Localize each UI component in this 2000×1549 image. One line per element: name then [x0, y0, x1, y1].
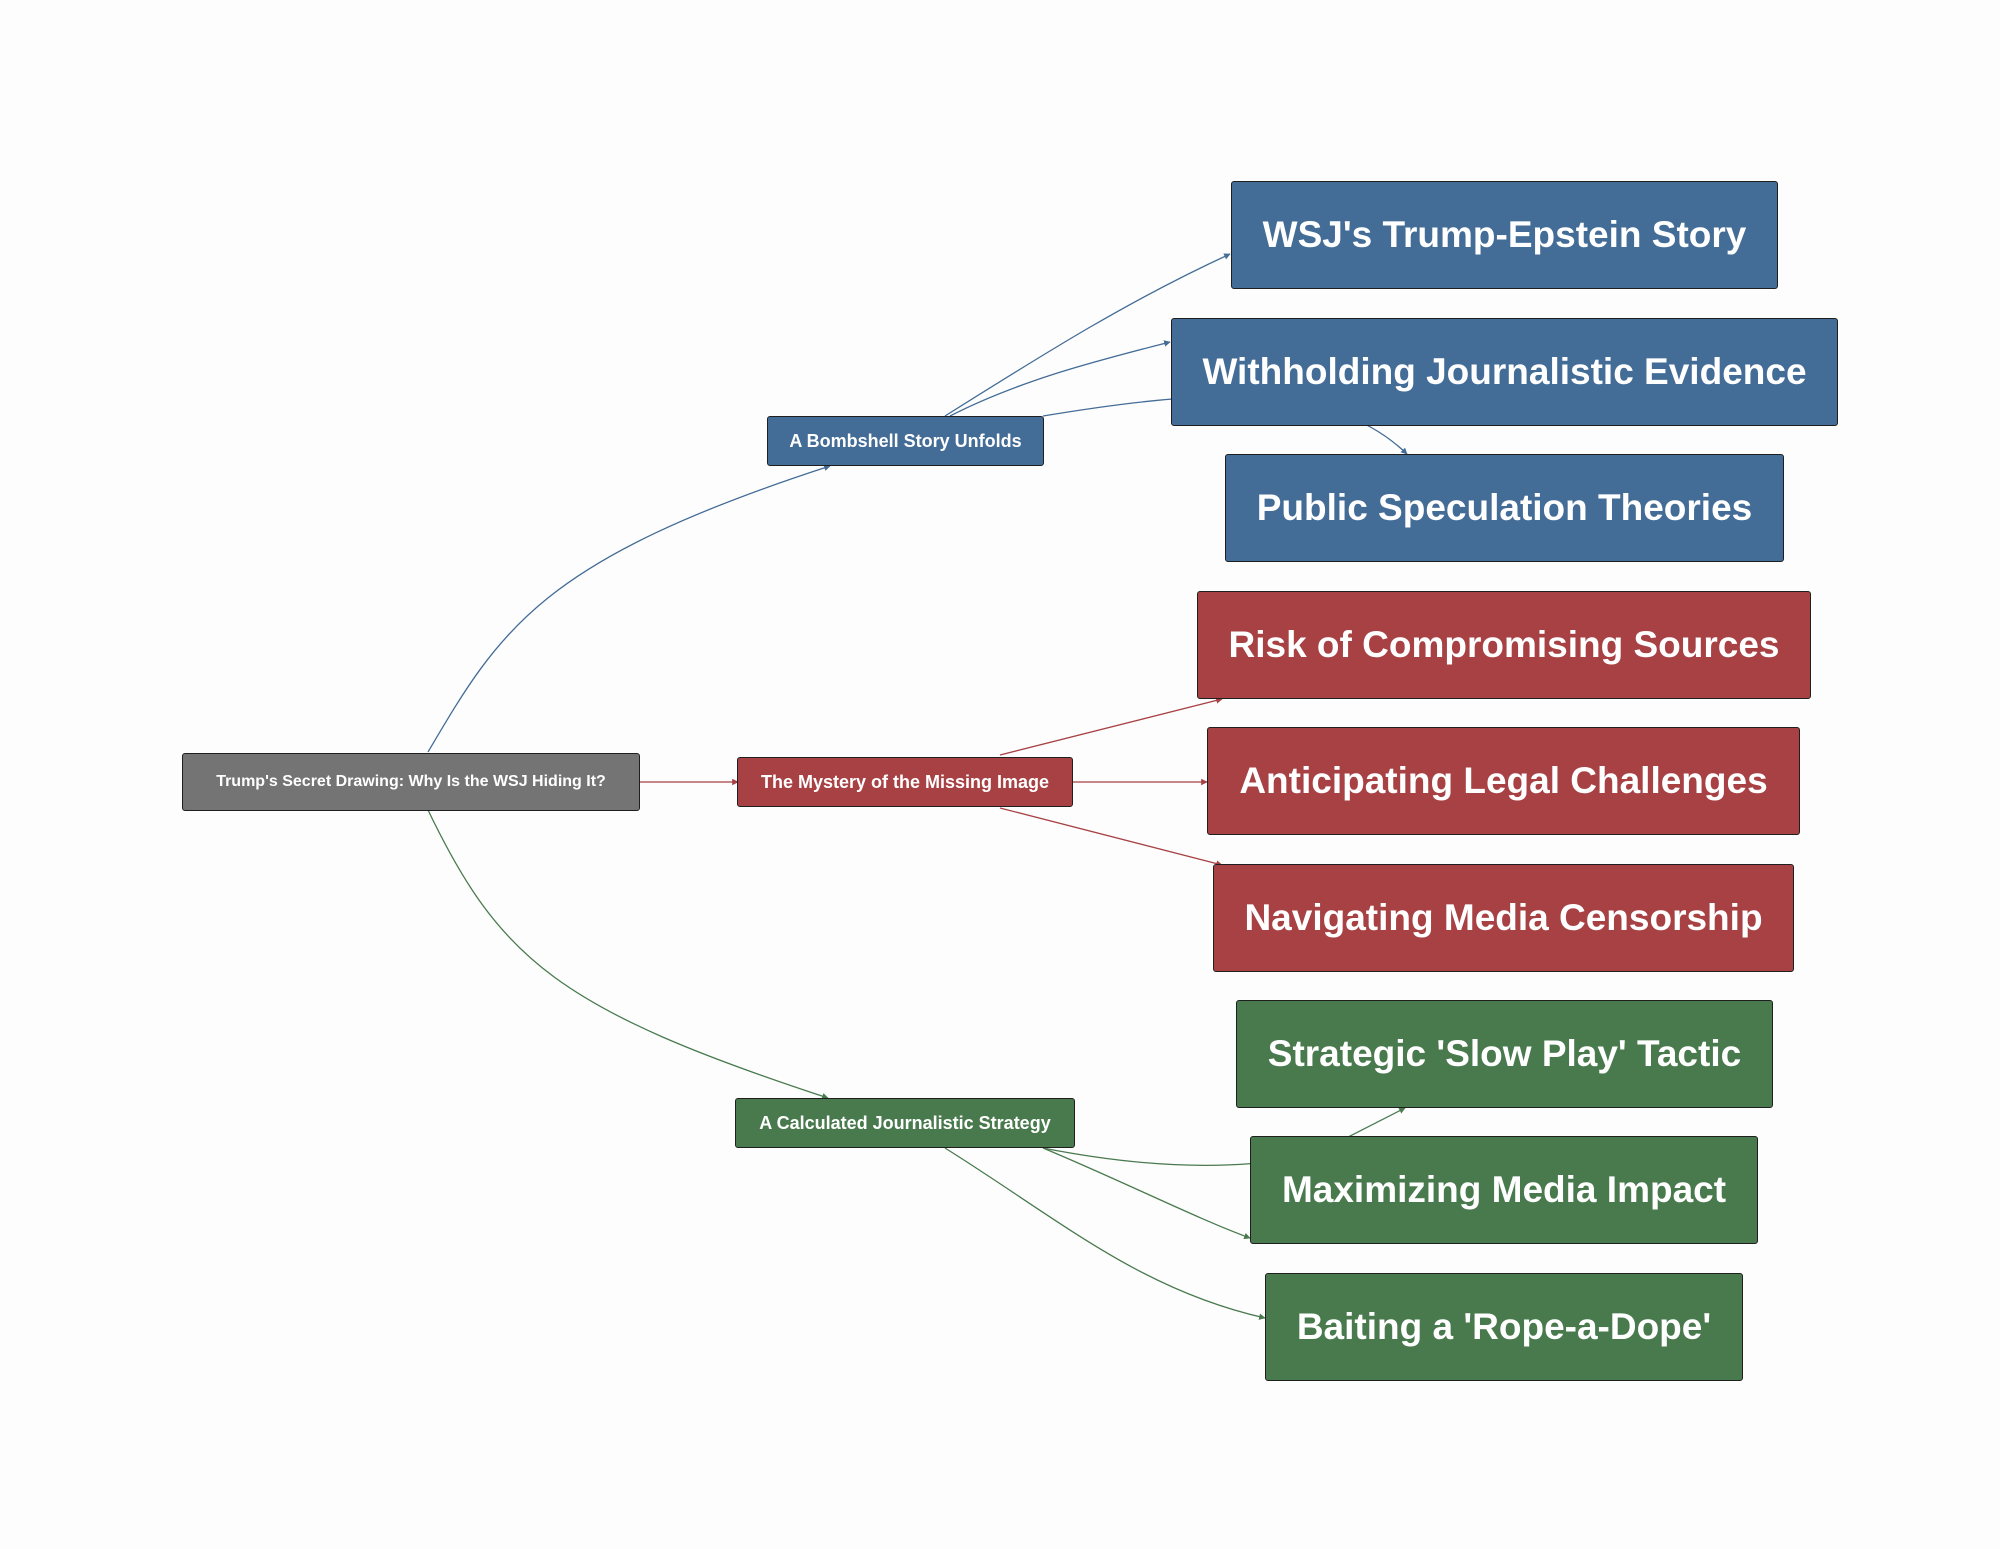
leaf-node-label: Withholding Journalistic Evidence — [1202, 351, 1807, 392]
leaf-node-label: Maximizing Media Impact — [1281, 1169, 1727, 1210]
edge-root-to-strategy — [427, 809, 829, 1100]
leaf-node-withholding-evidence[interactable]: Withholding Journalistic Evidence — [1171, 318, 1838, 426]
leaf-node-label: Navigating Media Censorship — [1244, 897, 1763, 938]
leaf-node-label: Risk of Compromising Sources — [1228, 624, 1780, 665]
edge-mystery-to-censorship — [999, 807, 1223, 867]
root-node-label: Trump's Secret Drawing: Why Is the WSJ H… — [216, 773, 606, 790]
edge-root-to-bombshell — [427, 464, 831, 753]
leaf-node-wsj-story[interactable]: WSJ's Trump-Epstein Story — [1231, 181, 1778, 289]
leaf-node-label: WSJ's Trump-Epstein Story — [1262, 214, 1747, 255]
leaf-node-rope-a-dope[interactable]: Baiting a 'Rope-a-Dope' — [1265, 1273, 1743, 1381]
leaf-node-compromising-sources[interactable]: Risk of Compromising Sources — [1197, 591, 1811, 699]
leaf-node-label: Strategic 'Slow Play' Tactic — [1267, 1033, 1742, 1074]
leaf-node-public-speculation[interactable]: Public Speculation Theories — [1225, 454, 1784, 562]
edge-strategy-to-media-impact — [1042, 1147, 1251, 1240]
edge-mystery-to-risk — [999, 697, 1223, 756]
leaf-node-label: Baiting a 'Rope-a-Dope' — [1296, 1306, 1712, 1347]
edge-bombshell-to-withholding — [949, 340, 1171, 417]
leaf-node-slow-play[interactable]: Strategic 'Slow Play' Tactic — [1236, 1000, 1773, 1108]
leaf-node-media-censorship[interactable]: Navigating Media Censorship — [1213, 864, 1794, 972]
branch-node-label: A Bombshell Story Unfolds — [789, 430, 1022, 451]
edge-bombshell-to-wsj-story — [944, 253, 1231, 417]
leaf-node-legal-challenges[interactable]: Anticipating Legal Challenges — [1207, 727, 1800, 835]
branch-node-strategy[interactable]: A Calculated Journalistic Strategy — [735, 1098, 1075, 1148]
branch-node-bombshell[interactable]: A Bombshell Story Unfolds — [767, 416, 1044, 466]
branch-node-label: The Mystery of the Missing Image — [760, 771, 1050, 792]
leaf-node-label: Public Speculation Theories — [1256, 487, 1753, 528]
leaf-node-label: Anticipating Legal Challenges — [1239, 760, 1768, 801]
leaf-node-media-impact[interactable]: Maximizing Media Impact — [1250, 1136, 1758, 1244]
branch-node-mystery[interactable]: The Mystery of the Missing Image — [737, 757, 1073, 807]
root-node[interactable]: Trump's Secret Drawing: Why Is the WSJ H… — [182, 753, 640, 811]
branch-node-label: A Calculated Journalistic Strategy — [759, 1112, 1051, 1133]
edge-strategy-to-rope-a-dope — [944, 1147, 1266, 1320]
